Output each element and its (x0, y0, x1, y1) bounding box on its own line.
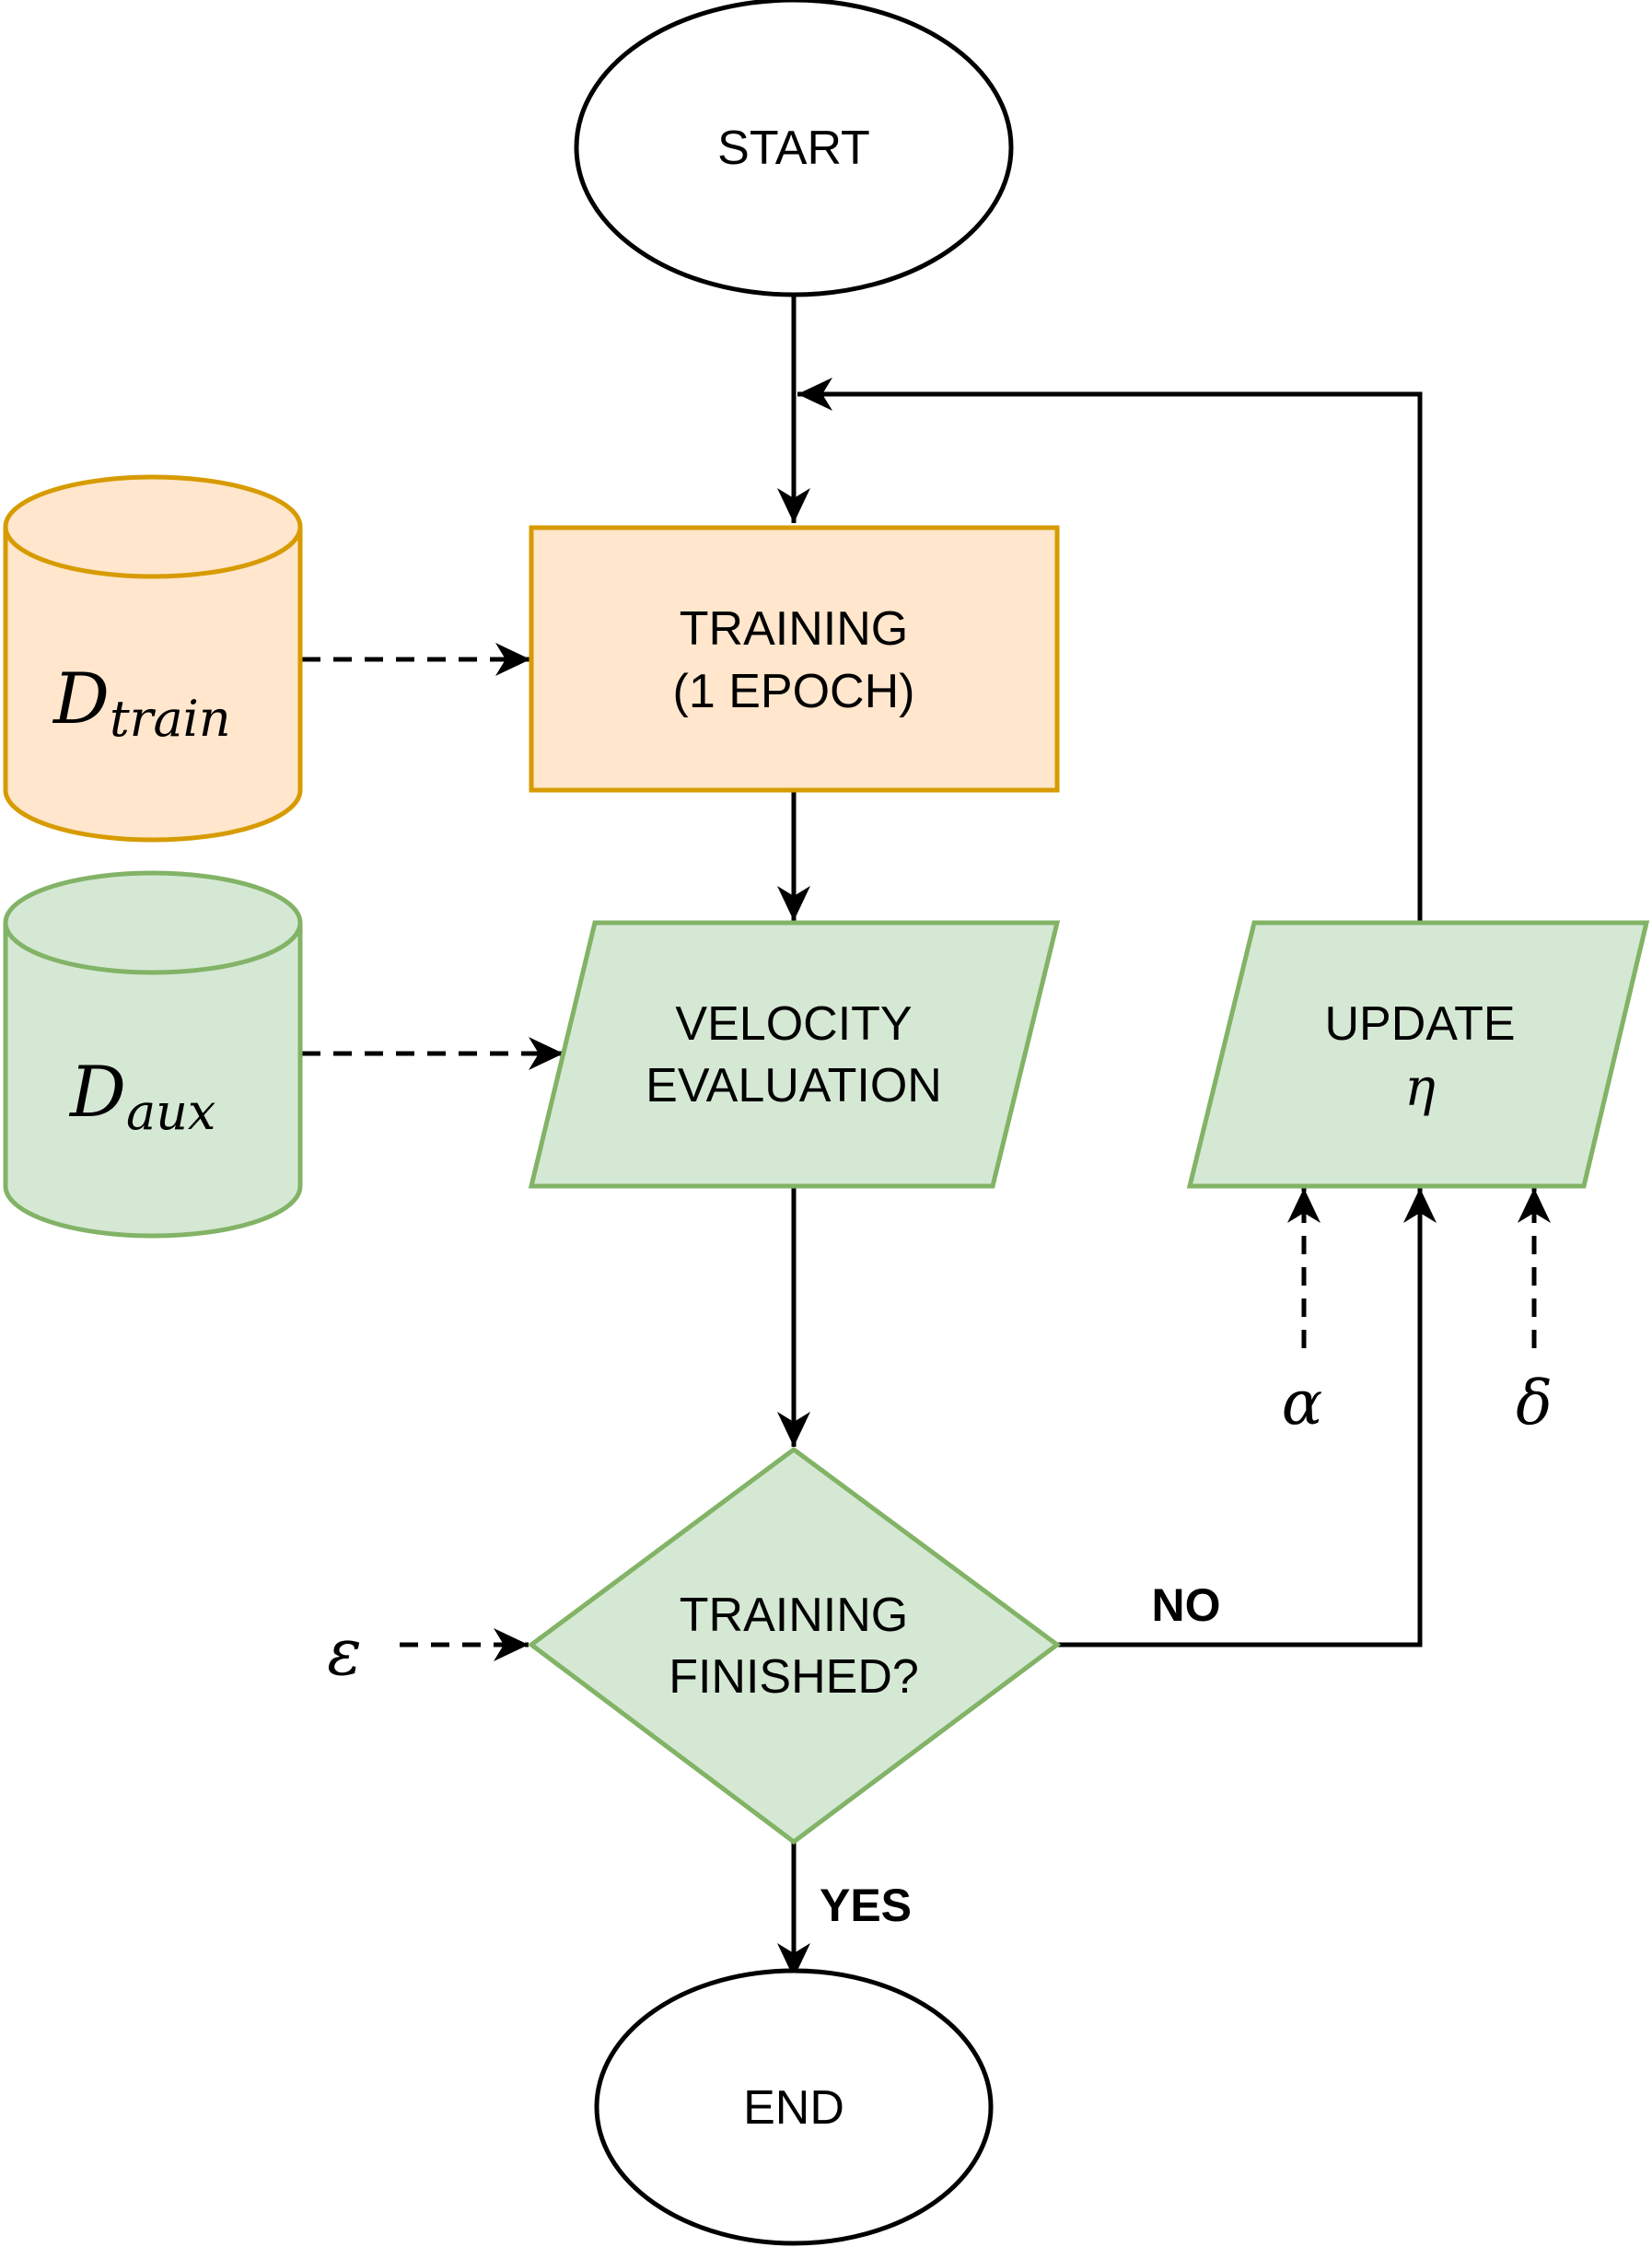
edge-update-loop-back (797, 378, 1423, 923)
delta-symbol: δ (1516, 1368, 1553, 1438)
edge-label-no: NO (1152, 1579, 1221, 1631)
end-node: END (594, 1968, 994, 2246)
start-node: START (574, 0, 1014, 297)
dataset-train-cylinder: Dtrain (3, 474, 303, 843)
decision-label-line2: FINISHED? (669, 1650, 919, 1704)
dataset-aux-cylinder: Daux (3, 870, 303, 1239)
update-eta-node: UPDATE η (1186, 920, 1650, 1189)
training-label-line2: (1 EPOCH) (673, 665, 915, 718)
velocity-evaluation-node: VELOCITY EVALUATION (528, 920, 1061, 1189)
edge-decision-to-update (1057, 1188, 1437, 1647)
training-finished-decision-node: TRAINING FINISHED? (527, 1446, 1062, 1845)
dataset-aux-label: Daux (68, 1051, 215, 1141)
training-node: TRAINING (1 EPOCH) (529, 525, 1060, 793)
dataset-train-label: Dtrain (52, 658, 231, 748)
training-label-line1: TRAINING (680, 602, 908, 656)
start-label: START (717, 122, 870, 175)
epsilon-symbol: ε (327, 1614, 362, 1690)
decision-label-line1: TRAINING (680, 1589, 908, 1642)
end-label: END (743, 2081, 844, 2135)
edge-label-yes: YES (820, 1880, 912, 1931)
update-eta-symbol: η (1404, 1058, 1436, 1118)
velocity-label-line1: VELOCITY (675, 997, 912, 1051)
velocity-label-line2: EVALUATION (646, 1059, 942, 1112)
alpha-symbol: α (1282, 1368, 1323, 1438)
update-label-line1: UPDATE (1324, 997, 1515, 1051)
